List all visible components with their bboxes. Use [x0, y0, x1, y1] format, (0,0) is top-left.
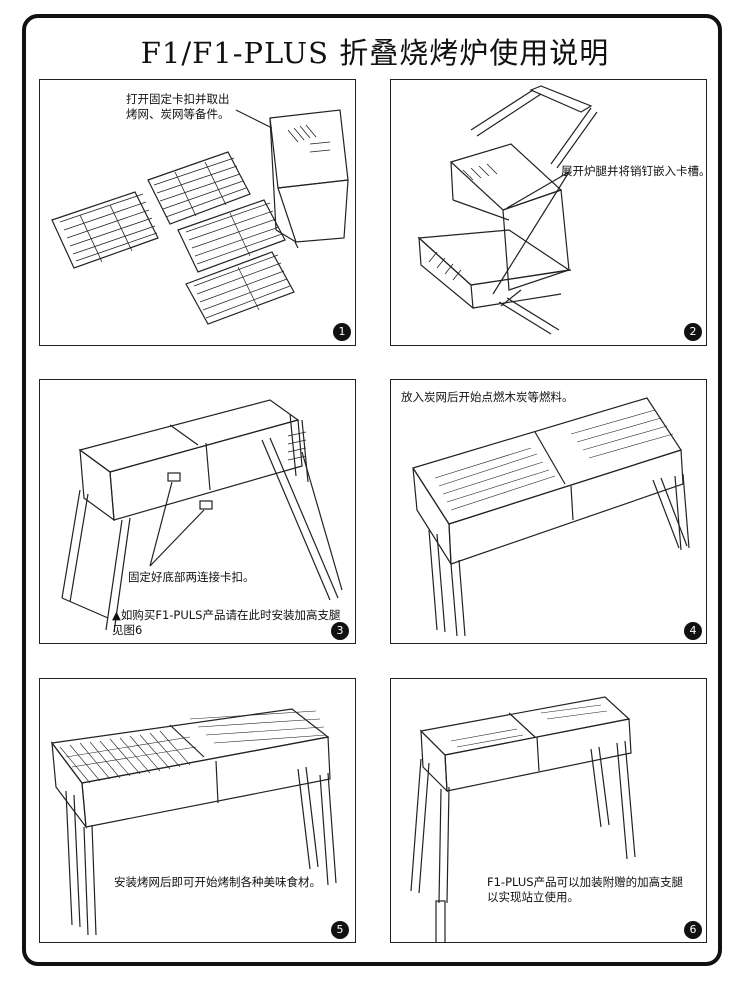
page-title: F1/F1-PLUS 折叠烧烤炉使用说明 — [140, 36, 610, 70]
step-5-illustration — [50, 708, 337, 936]
step-2-illustration — [417, 85, 598, 335]
step-number-badge: 4 — [684, 622, 702, 640]
page-frame — [22, 14, 722, 966]
step-number-badge: 5 — [331, 921, 349, 939]
step-1-caption: 打开固定卡扣并取出 烤网、炭网等备件。 — [126, 92, 230, 122]
step-3-caption: 固定好底部两连接卡扣。 — [128, 570, 255, 585]
step-6-caption: F1-PLUS产品可以加装附赠的加高支腿 以实现站立使用。 — [487, 875, 683, 905]
caption-line: 安装烤网后即可开始烤制各种美味食材。 — [114, 875, 321, 889]
step-3-illustration — [61, 399, 343, 633]
step-panel-2: 展开炉腿并将销钉嵌入卡槽。 2 — [390, 79, 707, 346]
caption-line: 展开炉腿并将销钉嵌入卡槽。 — [561, 164, 707, 178]
step-5-caption: 安装烤网后即可开始烤制各种美味食材。 — [114, 875, 321, 890]
note-line: 见图6 — [112, 623, 143, 637]
caption-line: 烤网、炭网等备件。 — [126, 107, 230, 121]
caption-line: 放入炭网后开始点燃木炭等燃料。 — [401, 390, 574, 404]
caption-line: 打开固定卡扣并取出 — [126, 92, 230, 106]
step-panel-3: 固定好底部两连接卡扣。 ▲如购买F1-PULS产品请在此时安装加高支腿 见图6 … — [39, 379, 356, 644]
step-panel-1: 打开固定卡扣并取出 烤网、炭网等备件。 1 — [39, 79, 356, 346]
step-2-caption: 展开炉腿并将销钉嵌入卡槽。 — [561, 164, 707, 179]
caption-line: F1-PLUS产品可以加装附赠的加高支腿 — [487, 875, 684, 889]
step-panel-6: F1-PLUS产品可以加装附赠的加高支腿 以实现站立使用。 6 — [390, 678, 707, 943]
step-6-illustration — [410, 696, 636, 942]
caption-line: 固定好底部两连接卡扣。 — [128, 570, 255, 584]
step-panel-5: 安装烤网后即可开始烤制各种美味食材。 5 — [39, 678, 356, 943]
step-3-note: ▲如购买F1-PULS产品请在此时安装加高支腿 见图6 — [112, 608, 340, 638]
step-number-badge: 6 — [684, 921, 702, 939]
caption-line: 以实现站立使用。 — [487, 890, 579, 904]
note-line: ▲如购买F1-PULS产品请在此时安装加高支腿 — [112, 608, 341, 622]
step-4-caption: 放入炭网后开始点燃木炭等燃料。 — [401, 390, 574, 405]
step-4-illustration — [412, 397, 690, 637]
step-number-badge: 3 — [331, 622, 349, 640]
step-panel-4: 放入炭网后开始点燃木炭等燃料。 4 — [390, 379, 707, 644]
step-number-badge: 1 — [333, 323, 351, 341]
step-1-illustration — [51, 109, 349, 325]
step-number-badge: 2 — [684, 323, 702, 341]
